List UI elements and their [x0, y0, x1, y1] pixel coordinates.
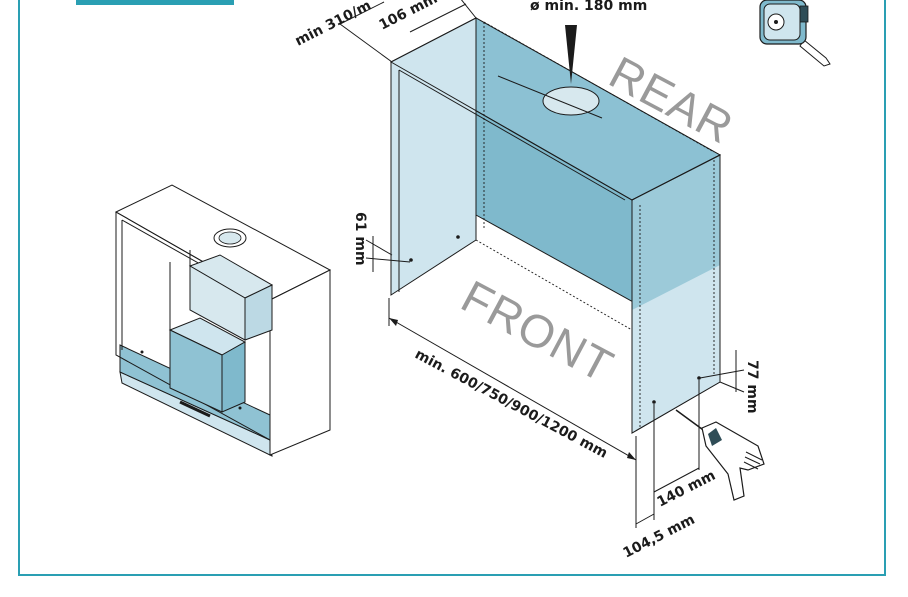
- duct-diameter-label: ø min. 180 mm: [530, 0, 647, 14]
- header-tab: [76, 0, 234, 5]
- drill-icon: [675, 409, 765, 501]
- hole-vertical-right-label: 77 mm: [744, 360, 760, 414]
- offset-top-label: 106 mm: [377, 0, 441, 34]
- front-label: FRONT: [453, 270, 622, 393]
- cabinet-with-hood-illustration: [114, 184, 332, 457]
- depth-min-label: min 310/m: [293, 0, 374, 50]
- tape-measure-icon: [759, 0, 831, 67]
- diagram-frame: [18, 0, 886, 576]
- edge-offset-label: 104,5 mm: [621, 512, 698, 562]
- hole-vertical-left-label: 61 mm: [352, 212, 368, 266]
- dimension-lines: [339, 0, 745, 528]
- hole-spacing-label: 140 mm: [655, 468, 719, 511]
- hood-box-illustration: [389, 17, 722, 434]
